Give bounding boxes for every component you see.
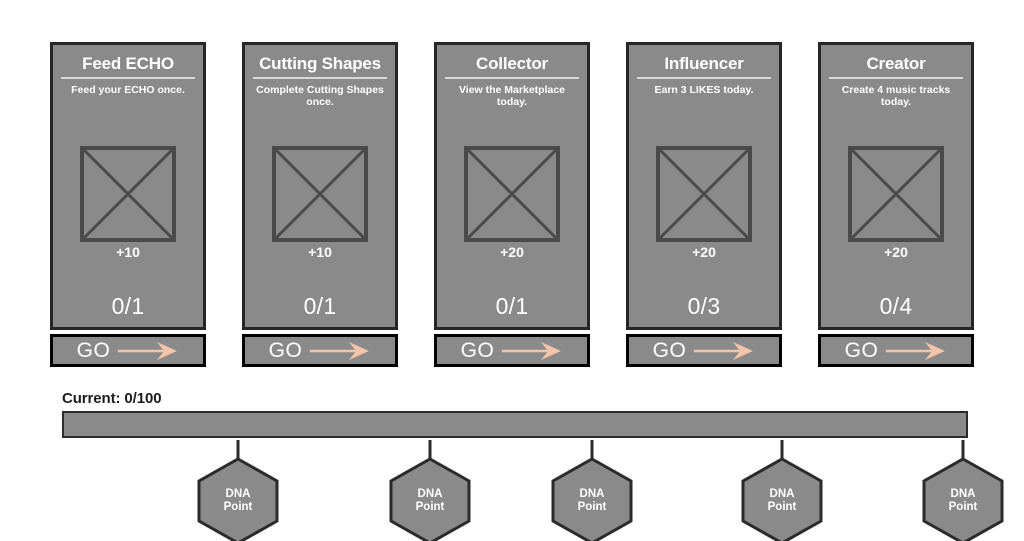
quest-card[interactable]: Creator Create 4 music tracks today. +20… [818,42,974,367]
progress-bar-track [62,411,968,438]
quest-card-body: Influencer Earn 3 LIKES today. +20 0/3 [626,42,782,330]
dna-point-line2: Point [577,501,607,513]
image-placeholder-icon [272,146,368,242]
quest-description: Complete Cutting Shapes once. [256,84,384,108]
quest-title: Creator [866,54,926,73]
quest-card[interactable]: Feed ECHO Feed your ECHO once. +10 0/1 G… [50,42,206,367]
reward-block: +20 [437,145,587,260]
dna-point-label: DNA Point [383,488,477,514]
quest-description: Create 4 music tracks today. [841,84,951,108]
image-placeholder-icon [656,146,752,242]
reward-value: +10 [116,244,140,260]
dna-point-node[interactable]: DNA Point [545,460,639,541]
reward-value: +20 [500,244,524,260]
arrow-right-icon [118,341,178,360]
title-divider [445,77,579,79]
dna-point-line1: DNA [417,488,443,500]
go-label: GO [652,338,687,362]
reward-track: Current: 0/100 [62,390,968,438]
quest-card-body: Creator Create 4 music tracks today. +20… [818,42,974,330]
go-label: GO [844,338,879,362]
title-divider [253,77,387,79]
reward-value: +20 [692,244,716,260]
dna-point-line1: DNA [225,488,251,500]
go-button[interactable]: GO [626,334,782,367]
image-placeholder-icon [80,146,176,242]
reward-block: +20 [821,145,971,260]
go-button[interactable]: GO [50,334,206,367]
go-label: GO [268,338,303,362]
current-progress-label: Current: 0/100 [62,390,162,407]
dna-point-line2: Point [767,501,797,513]
quest-card-body: Cutting Shapes Complete Cutting Shapes o… [242,42,398,330]
title-divider [637,77,771,79]
reward-block: +10 [53,145,203,260]
quest-title: Collector [476,54,548,73]
quest-card-body: Collector View the Marketplace today. +2… [434,42,590,330]
go-button[interactable]: GO [242,334,398,367]
go-label: GO [460,338,495,362]
reward-value: +10 [308,244,332,260]
dna-point-node[interactable]: DNA Point [383,460,477,541]
quest-description: View the Marketplace today. [458,84,566,108]
dna-point-line2: Point [223,501,253,513]
quest-progress: 0/1 [303,293,337,319]
dna-point-line2: Point [415,501,445,513]
image-placeholder-icon [848,146,944,242]
image-placeholder-icon [464,146,560,242]
quest-progress: 0/1 [495,293,529,319]
go-button[interactable]: GO [434,334,590,367]
dna-point-label: DNA Point [735,488,829,514]
quest-description: Earn 3 LIKES today. [654,84,754,96]
reward-block: +10 [245,145,395,260]
quest-title: Cutting Shapes [259,54,381,73]
reward-block: +20 [629,145,779,260]
arrow-right-icon [694,341,754,360]
arrow-right-icon [310,341,370,360]
quest-title: Influencer [664,54,744,73]
dna-point-line2: Point [948,501,978,513]
go-label: GO [76,338,111,362]
title-divider [61,77,195,79]
dna-point-line1: DNA [579,488,605,500]
quest-progress: 0/1 [111,293,145,319]
go-button[interactable]: GO [818,334,974,367]
quest-card[interactable]: Cutting Shapes Complete Cutting Shapes o… [242,42,398,367]
quest-card-body: Feed ECHO Feed your ECHO once. +10 0/1 [50,42,206,330]
quest-title: Feed ECHO [82,54,174,73]
arrow-right-icon [502,341,562,360]
dna-point-node[interactable]: DNA Point [735,460,829,541]
quest-card[interactable]: Collector View the Marketplace today. +2… [434,42,590,367]
quest-progress: 0/3 [687,293,721,319]
quest-progress: 0/4 [879,293,913,319]
title-divider [829,77,963,79]
dna-point-line1: DNA [950,488,976,500]
arrow-right-icon [886,341,946,360]
dna-point-label: DNA Point [191,488,285,514]
dna-point-line1: DNA [769,488,795,500]
quest-card-row: Feed ECHO Feed your ECHO once. +10 0/1 G… [50,42,974,367]
quest-description: Feed your ECHO once. [71,84,185,96]
dna-point-node[interactable]: DNA Point [916,460,1010,541]
reward-value: +20 [884,244,908,260]
dna-point-node[interactable]: DNA Point [191,460,285,541]
dna-point-label: DNA Point [916,488,1010,514]
quest-card[interactable]: Influencer Earn 3 LIKES today. +20 0/3 G… [626,42,782,367]
dna-point-label: DNA Point [545,488,639,514]
